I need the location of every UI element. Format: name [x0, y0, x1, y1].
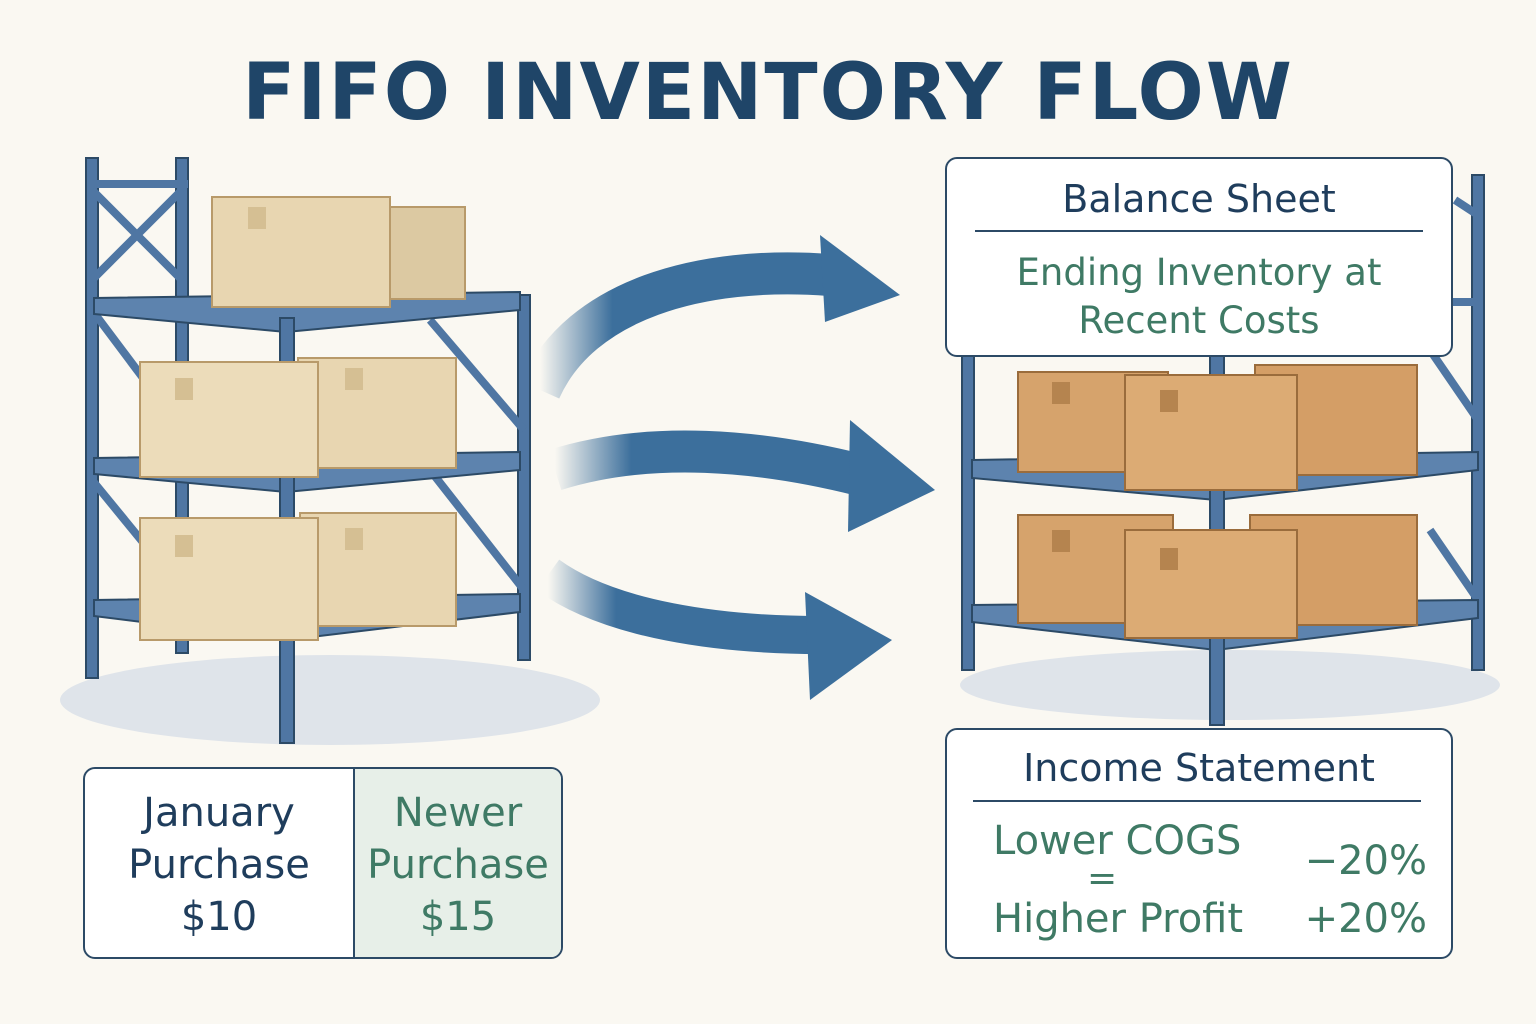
left-shelf-shadow	[60, 655, 600, 745]
january-price: $10	[180, 894, 258, 940]
newer-purchase-cell: Newer Purchase $15	[355, 769, 561, 957]
balance-sheet-line2: Recent Costs	[1078, 299, 1320, 342]
newer-label-line1: Newer	[393, 790, 523, 836]
income-statement-divider	[973, 800, 1421, 802]
equals-sign: =	[1087, 858, 1118, 899]
newer-label-line2: Purchase	[367, 842, 549, 888]
january-label-line2: Purchase	[128, 842, 310, 888]
income-statement-heading: Income Statement	[1023, 746, 1375, 790]
balance-sheet-card: Balance Sheet Ending Inventory at Recent…	[945, 157, 1453, 357]
income-statement-card: Income Statement Lower COGS −20% = Highe…	[945, 728, 1453, 959]
balance-sheet-line1: Ending Inventory at	[1016, 251, 1382, 294]
january-purchase-cell: January Purchase $10	[85, 769, 355, 957]
flow-arrows	[520, 235, 935, 700]
arrow-head-icon	[805, 592, 892, 700]
old-inventory-boxes	[139, 196, 466, 641]
newer-price: $15	[419, 894, 497, 940]
arrow-head-icon	[848, 420, 935, 532]
january-label-line1: January	[143, 790, 295, 836]
balance-sheet-heading: Balance Sheet	[1062, 177, 1336, 221]
right-shelf-shadow	[960, 650, 1500, 720]
profit-change-value: +20%	[1304, 896, 1427, 942]
balance-sheet-divider	[975, 230, 1423, 232]
cogs-change-value: −20%	[1304, 838, 1427, 884]
purchase-cost-card: January Purchase $10 Newer Purchase $15	[83, 767, 563, 959]
arrow-head-icon	[820, 235, 900, 322]
higher-profit-label: Higher Profit	[993, 896, 1244, 942]
lower-cogs-label: Lower COGS	[993, 818, 1242, 864]
recent-inventory-boxes	[1017, 364, 1418, 639]
page-title: FIFO INVENTORY FLOW	[242, 48, 1294, 138]
